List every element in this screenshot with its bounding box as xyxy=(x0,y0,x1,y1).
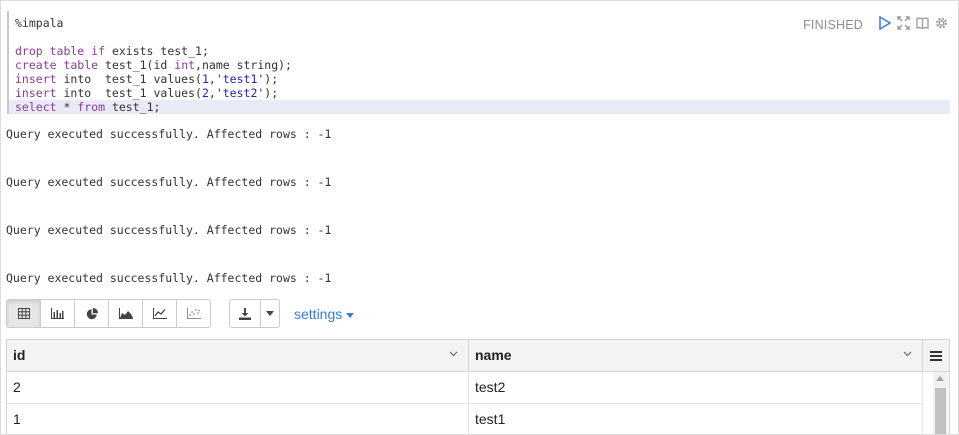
code-token: * xyxy=(56,100,78,114)
vertical-scrollbar[interactable] xyxy=(933,372,948,434)
status-label: FINISHED xyxy=(803,18,863,32)
grid-menu-button[interactable] xyxy=(922,340,949,371)
download-dropdown-toggle[interactable] xyxy=(261,299,280,328)
chevron-down-icon[interactable] xyxy=(449,351,458,357)
code-token: insert xyxy=(15,72,57,86)
table-row[interactable]: 2 test2 xyxy=(7,372,923,404)
table-row[interactable]: 1 test1 xyxy=(7,404,923,434)
bar-chart-icon xyxy=(51,308,64,319)
code-token: 'test1' xyxy=(215,72,265,86)
caret-down-icon xyxy=(346,312,355,318)
code-token: ); xyxy=(264,86,279,100)
code-token: test_1(id xyxy=(98,58,175,72)
code-line: insert into test_1 values(2,'test2'); xyxy=(9,86,950,100)
settings-link[interactable]: settings xyxy=(294,306,355,322)
code-line: drop table if exists test_1; xyxy=(9,44,950,58)
settings-label: settings xyxy=(294,306,343,322)
column-header-id[interactable]: id xyxy=(7,340,469,371)
download-icon xyxy=(239,307,251,320)
area-chart-icon xyxy=(118,308,133,319)
result-message: Query executed successfully. Affected ro… xyxy=(6,223,332,237)
visualization-toolbar xyxy=(6,299,211,328)
code-token: int xyxy=(174,58,196,72)
line-chart-icon xyxy=(152,308,167,319)
code-line-active: select * from test_1; xyxy=(9,100,950,114)
scatter-chart-button[interactable] xyxy=(176,299,211,328)
pie-chart-button[interactable] xyxy=(74,299,109,328)
pie-chart-icon xyxy=(86,307,98,319)
code-token: insert xyxy=(15,86,57,100)
code-token: from xyxy=(77,100,106,114)
code-token: create table xyxy=(15,58,99,72)
chevron-down-icon xyxy=(266,311,274,316)
code-token: exists test_1; xyxy=(105,44,209,58)
run-icon[interactable] xyxy=(878,15,892,31)
download-button[interactable] xyxy=(229,299,261,328)
result-message: Query executed successfully. Affected ro… xyxy=(6,271,332,285)
table-cell: 2 xyxy=(7,372,469,403)
column-header-label: name xyxy=(475,347,512,363)
code-line: insert into test_1 values(1,'test1'); xyxy=(9,72,950,86)
code-token: %impala xyxy=(15,16,64,30)
download-group xyxy=(229,299,280,328)
table-cell: 1 xyxy=(7,404,469,434)
column-header-label: id xyxy=(13,347,26,363)
hamburger-icon xyxy=(930,350,942,361)
code-token: drop table if xyxy=(15,44,106,58)
paragraph-toolbar xyxy=(878,15,948,31)
scatter-chart-icon xyxy=(186,308,201,319)
table-cell: test1 xyxy=(469,404,923,434)
table-header: id name xyxy=(7,340,949,372)
expand-icon[interactable] xyxy=(897,16,910,30)
code-token: 1 xyxy=(201,72,209,86)
line-chart-button[interactable] xyxy=(142,299,177,328)
column-header-name[interactable]: name xyxy=(469,340,923,371)
chevron-down-icon[interactable] xyxy=(903,351,912,357)
code-token: select xyxy=(15,100,57,114)
code-line: create table test_1(id int,name string); xyxy=(9,58,950,72)
table-cell: test2 xyxy=(469,372,923,403)
result-message: Query executed successfully. Affected ro… xyxy=(6,127,332,141)
scroll-up-arrow[interactable] xyxy=(936,376,944,381)
code-editor[interactable]: %impala drop table if exists test_1; cre… xyxy=(7,11,950,114)
book-icon[interactable] xyxy=(916,16,929,30)
code-token: , xyxy=(208,72,216,86)
table-icon xyxy=(17,308,30,319)
gear-icon[interactable] xyxy=(935,16,948,30)
code-line xyxy=(9,30,950,44)
result-table: id name 2 test2 1 test1 xyxy=(6,339,950,434)
code-token: into test_1 values( xyxy=(56,72,202,86)
scroll-thumb[interactable] xyxy=(935,388,946,434)
result-message: Query executed successfully. Affected ro… xyxy=(6,175,332,189)
code-token: into test_1 values( xyxy=(56,86,202,100)
code-token: , xyxy=(208,86,216,100)
code-token: ,name string); xyxy=(195,58,292,72)
area-chart-button[interactable] xyxy=(108,299,143,328)
code-token: test_1; xyxy=(105,100,161,114)
code-token: ); xyxy=(264,72,279,86)
code-token: 2 xyxy=(201,86,209,100)
bar-chart-button[interactable] xyxy=(40,299,75,328)
table-view-button[interactable] xyxy=(6,299,41,328)
code-line: %impala xyxy=(9,16,950,30)
code-token: 'test2' xyxy=(215,86,265,100)
